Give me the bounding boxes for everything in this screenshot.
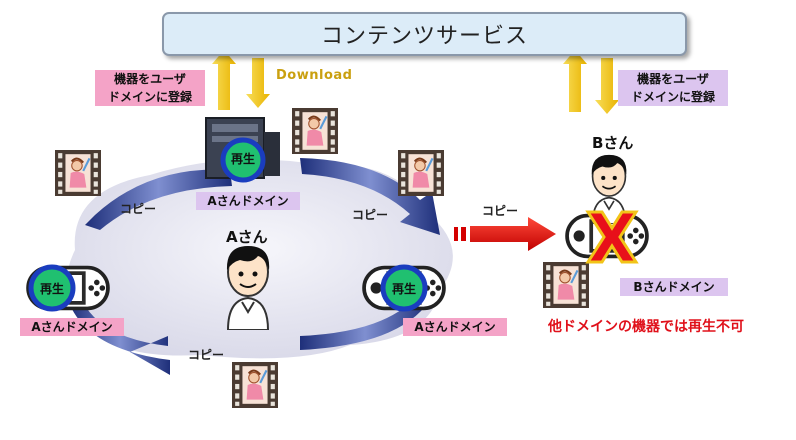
a-domain-label-right: Aさんドメイン — [403, 318, 507, 336]
copy-label-top-left: コピー — [120, 202, 157, 216]
film-icon-left — [55, 150, 101, 196]
a-domain-label-left: Aさんドメイン — [20, 318, 124, 336]
download-label: Download — [276, 68, 353, 83]
b-domain-label: Bさんドメイン — [620, 278, 728, 296]
play-label-left: 再生 — [39, 282, 64, 296]
film-icon-b — [543, 262, 589, 308]
person-a-name: Aさん — [226, 228, 268, 246]
play-badge-left — [28, 264, 76, 312]
prohibited-x-icon — [585, 210, 639, 264]
copy-label-to-b: コピー — [482, 204, 519, 218]
a-domain-label-pc: Aさんドメイン — [196, 192, 300, 210]
playback-not-allowed-note: 他ドメインの機器では再生不可 — [548, 319, 744, 335]
film-icon-right — [398, 150, 444, 196]
film-icon-bottom — [232, 362, 278, 408]
person-b-name: Bさん — [592, 134, 634, 152]
download-arrow-down-b — [595, 58, 619, 114]
swirl-arrow-top-left — [85, 169, 232, 230]
play-badge-pc — [220, 137, 266, 183]
download-arrow-down-a — [246, 58, 270, 108]
register-arrow-up-a — [212, 50, 236, 110]
register-label-a: 機器をユーザ ドメインに登録 — [95, 70, 205, 106]
play-label-pc: 再生 — [230, 152, 255, 166]
register-label-b: 機器をユーザ ドメインに登録 — [618, 70, 728, 106]
play-badge-right — [380, 264, 428, 312]
swirl-arrow-top-right — [300, 158, 440, 235]
swirl-arrow-bottom-right — [300, 292, 430, 350]
content-service-box: コンテンツサービス — [162, 12, 687, 56]
copy-label-bottom: コピー — [188, 348, 225, 362]
play-label-right: 再生 — [391, 282, 416, 296]
person-a-figure — [225, 245, 271, 330]
copy-label-top-right: コピー — [352, 208, 389, 222]
content-service-title: コンテンツサービス — [320, 24, 528, 49]
film-icon-top-center — [292, 108, 338, 154]
red-copy-arrow — [454, 217, 556, 251]
register-arrow-up-b — [563, 50, 587, 112]
